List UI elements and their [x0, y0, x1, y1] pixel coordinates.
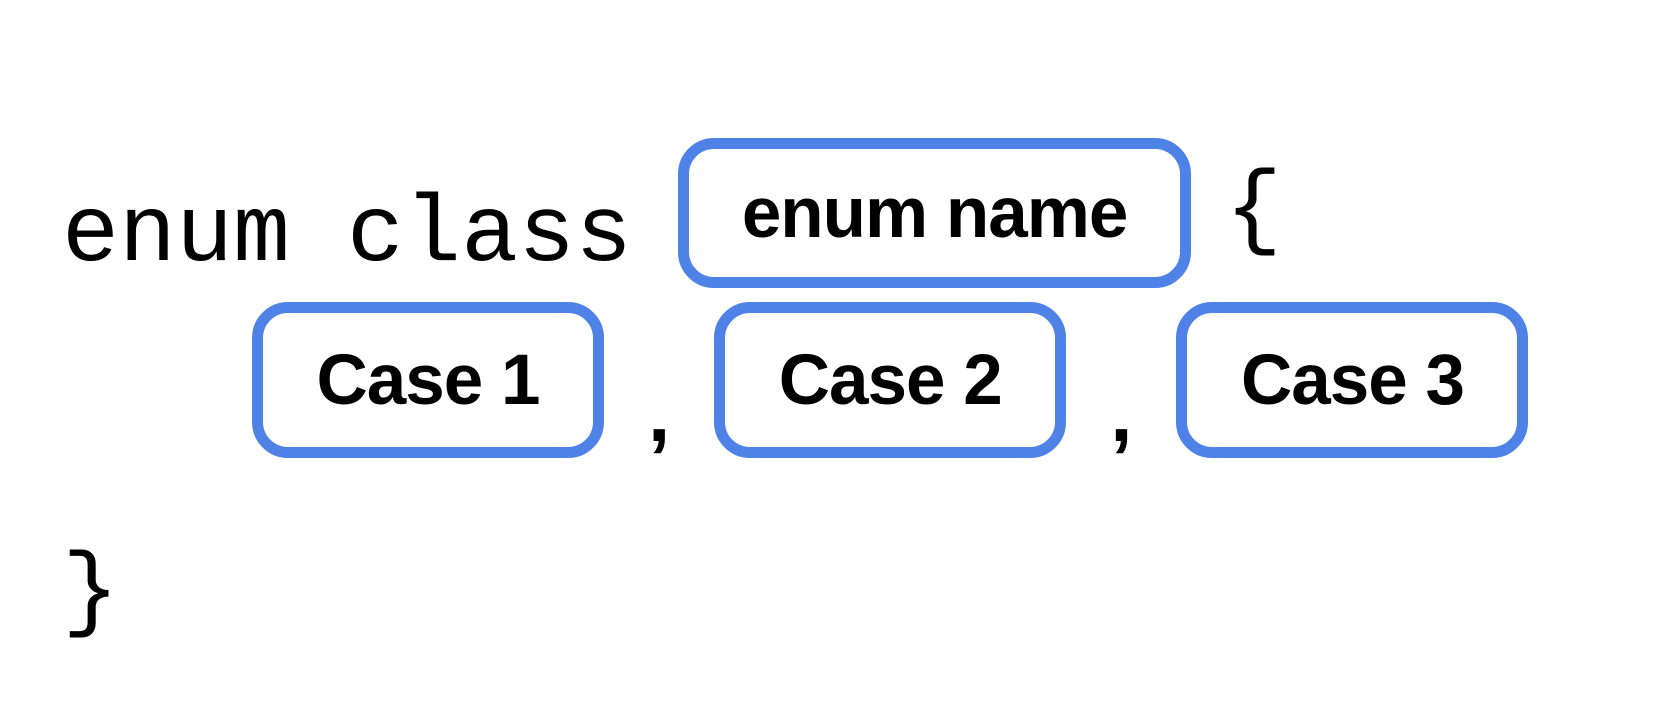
comma-separator: ,	[1110, 369, 1133, 458]
close-brace: }	[62, 539, 120, 647]
open-brace: {	[1225, 156, 1283, 265]
enum-name-box: enum name	[678, 138, 1192, 288]
enum-class-keyword: enum class	[62, 180, 633, 289]
case-1-box: Case 1	[252, 302, 604, 458]
case-1-label: Case 1	[316, 340, 541, 420]
enum-cases-line: Case 1 , Case 2 , Case 3	[252, 302, 1529, 458]
case-3-box: Case 3	[1176, 302, 1529, 458]
comma-separator: ,	[648, 369, 671, 458]
case-3-label: Case 3	[1240, 340, 1465, 420]
enum-name-label: enum name	[741, 173, 1129, 253]
enum-declaration-line: enum class enum name {	[62, 138, 1282, 288]
case-2-box: Case 2	[714, 302, 1067, 458]
case-2-label: Case 2	[778, 340, 1003, 420]
closing-brace-line: }	[62, 546, 119, 641]
